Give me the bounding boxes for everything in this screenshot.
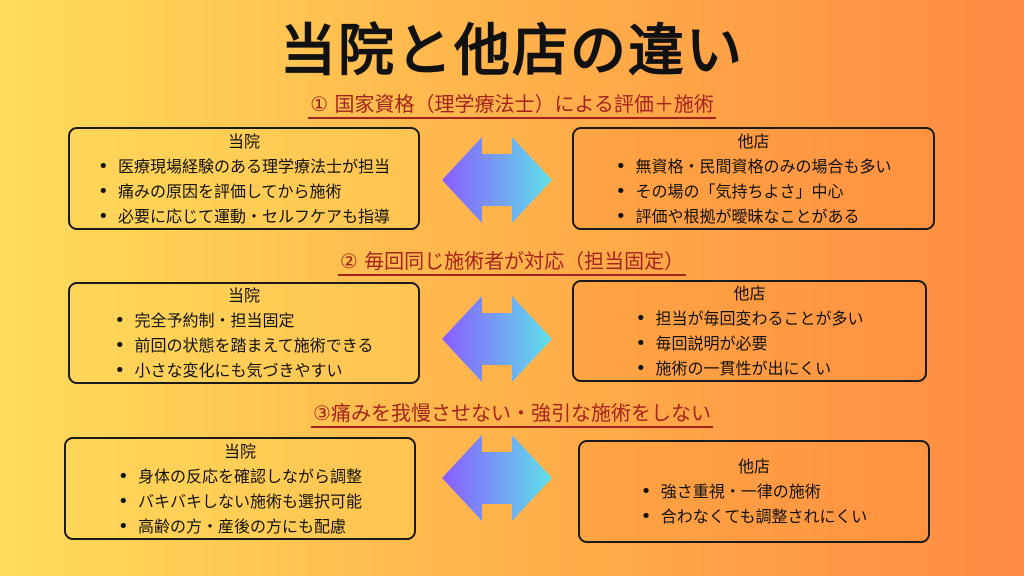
list-item: 医療現場経験のある理学療法士が担当 (98, 154, 390, 179)
section-3-our-clinic-box: 当院 身体の反応を確認しながら調整 バキバキしない施術も選択可能 高齢の方・産後… (64, 437, 416, 540)
list-item: 小さな変化にも気づきやすい (115, 358, 374, 383)
section-1-our-clinic-box: 当院 医療現場経験のある理学療法士が担当 痛みの原因を評価してから施術 必要に応… (68, 127, 420, 230)
section-2-our-clinic-box: 当院 完全予約制・担当固定 前回の状態を踏まえて施術できる 小さな変化にも気づき… (68, 282, 420, 384)
list-item: 無資格・民間資格のみの場合も多い (615, 154, 891, 179)
list-item: 毎回説明が必要 (635, 331, 863, 356)
section-2-heading: ② 毎回同じ施術者が対応（担当固定） (0, 245, 1024, 276)
list-item: 前回の状態を踏まえて施術できる (115, 333, 374, 358)
list-item: 評価や根拠が曖昧なことがある (615, 204, 891, 229)
box-label: 当院 (223, 441, 256, 461)
box-label: 当院 (227, 286, 260, 305)
double-arrow-icon (442, 435, 552, 521)
list-item: 合わなくても調整されにくい (641, 504, 867, 529)
list-item: 施術の一貫性が出にくい (635, 356, 863, 381)
box-label: 他店 (737, 131, 770, 151)
list-item: 完全予約制・担当固定 (115, 308, 374, 333)
section-3-other-shops-box: 他店 強さ重視・一律の施術 合わなくても調整されにくい (578, 440, 930, 543)
box-label: 他店 (733, 284, 766, 303)
list-item: 痛みの原因を評価してから施術 (98, 179, 390, 204)
list-item: 強さ重視・一律の施術 (641, 479, 867, 504)
page-title: 当院と他店の違い (280, 19, 744, 84)
list-item: その場の「気持ちよさ」中心 (615, 179, 891, 204)
list-item: 高齢の方・産後の方にも配慮 (118, 514, 362, 539)
double-arrow-icon (442, 296, 552, 382)
section-2-other-shops-box: 他店 担当が毎回変わることが多い 毎回説明が必要 施術の一貫性が出にくい (572, 280, 927, 382)
double-arrow-icon (442, 137, 552, 223)
list-item: 身体の反応を確認しながら調整 (118, 464, 362, 489)
list-item: 必要に応じて運動・セルフケアも指導 (98, 204, 390, 229)
section-3-heading: ③痛みを我慢させない・強引な施術をしない (0, 397, 1024, 428)
section-1-other-shops-box: 他店 無資格・民間資格のみの場合も多い その場の「気持ちよさ」中心 評価や根拠が… (572, 127, 935, 230)
box-label: 他店 (737, 457, 770, 476)
box-label: 当院 (227, 131, 260, 151)
list-item: バキバキしない施術も選択可能 (118, 489, 362, 514)
list-item: 担当が毎回変わることが多い (635, 306, 863, 331)
section-1-heading: ① 国家資格（理学療法士）による評価＋施術 (0, 88, 1024, 119)
